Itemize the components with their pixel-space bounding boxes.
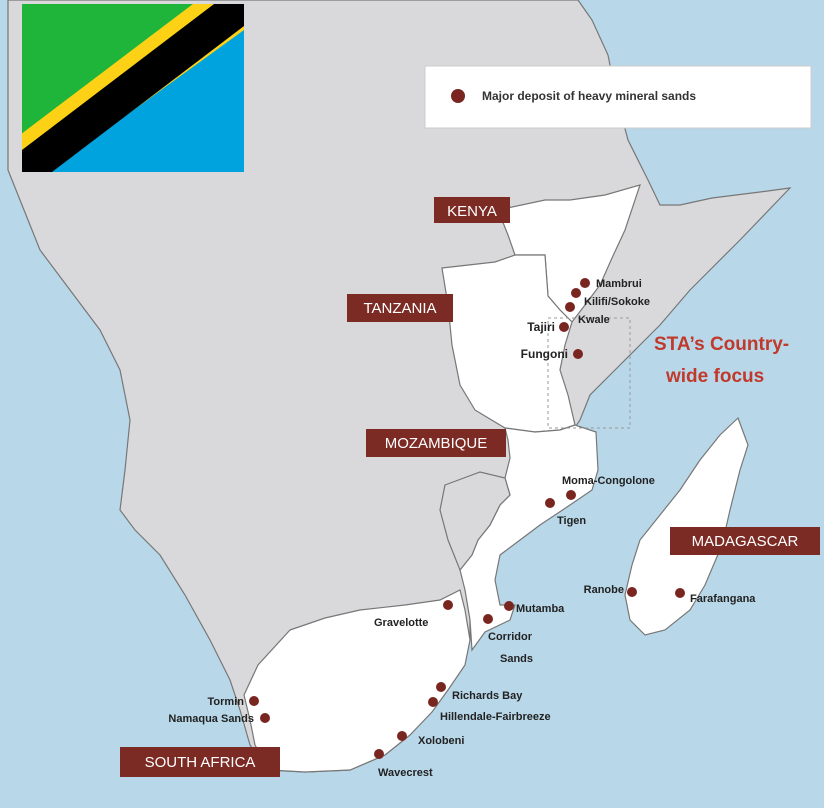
deposit-dot-fungoni [573, 349, 583, 359]
label-mutamba: Mutamba [516, 603, 565, 615]
deposit-dot-richards [436, 682, 446, 692]
focus-line-1: STA’s Country- [654, 334, 789, 355]
label-farafangana: Farafangana [690, 593, 756, 605]
label-namaqua: Namaqua Sands [168, 713, 254, 725]
south-africa-shape [243, 589, 471, 773]
label-kwale: Kwale [578, 314, 610, 326]
deposit-dot-ranobe [627, 587, 637, 597]
deposit-dot-kilifi [565, 302, 575, 312]
country-tag-south-africa: SOUTH AFRICA [120, 747, 280, 777]
label-mambrui: Mambrui [596, 278, 642, 290]
country-tag-madagascar: MADAGASCAR [670, 527, 820, 555]
svg-text:SOUTH AFRICA: SOUTH AFRICA [145, 754, 256, 771]
svg-text:TANZANIA: TANZANIA [363, 300, 436, 317]
label-wavecrest: Wavecrest [378, 767, 433, 779]
label-fungoni: Fungoni [521, 347, 568, 361]
label-corridor-2: Sands [500, 653, 533, 665]
legend: Major deposit of heavy mineral sands [424, 65, 812, 129]
label-gravelotte: Gravelotte [374, 617, 428, 629]
deposit-dot-mutamba [504, 601, 514, 611]
country-tag-kenya: KENYA [434, 197, 510, 223]
deposit-dot-wavecrest [374, 749, 384, 759]
deposit-dot-mambrui-2 [571, 288, 581, 298]
label-richards: Richards Bay [452, 690, 523, 702]
deposit-dot-corridor [483, 614, 493, 624]
inland-region [439, 471, 511, 572]
deposit-dot-xolobeni [397, 731, 407, 741]
deposit-dot-mambrui-1 [580, 278, 590, 288]
label-tigen: Tigen [557, 515, 586, 527]
deposit-dot-tajiri [559, 322, 569, 332]
country-tag-mozambique: MOZAMBIQUE [366, 429, 506, 457]
label-tormin: Tormin [208, 696, 245, 708]
legend-dot [451, 89, 465, 103]
label-hillendale: Hillendale-Fairbreeze [440, 711, 551, 723]
deposit-dot-farafangana [675, 588, 685, 598]
deposit-markers [249, 278, 685, 759]
svg-text:MOZAMBIQUE: MOZAMBIQUE [385, 435, 488, 452]
tanzania-shape [441, 254, 576, 433]
deposit-dot-hillendale [428, 697, 438, 707]
deposit-dot-namaqua [260, 713, 270, 723]
focus-line-2: wide focus [665, 366, 764, 387]
label-kilifi: Kilifi/Sokoke [584, 296, 650, 308]
label-tajiri: Tajiri [527, 320, 555, 334]
svg-text:KENYA: KENYA [447, 203, 497, 220]
label-ranobe: Ranobe [584, 584, 624, 596]
deposit-dot-moma [566, 490, 576, 500]
label-xolobeni: Xolobeni [418, 735, 464, 747]
deposit-dot-tormin [249, 696, 259, 706]
tanzania-flag [22, 4, 244, 172]
country-tag-tanzania: TANZANIA [347, 294, 453, 322]
deposit-dot-tigen [545, 498, 555, 508]
label-moma: Moma-Congolone [562, 475, 655, 487]
label-corridor-1: Corridor [488, 631, 533, 643]
legend-label: Major deposit of heavy mineral sands [482, 89, 696, 103]
svg-text:MADAGASCAR: MADAGASCAR [692, 533, 799, 550]
madagascar-shape [624, 416, 749, 636]
deposit-dot-gravelotte [443, 600, 453, 610]
